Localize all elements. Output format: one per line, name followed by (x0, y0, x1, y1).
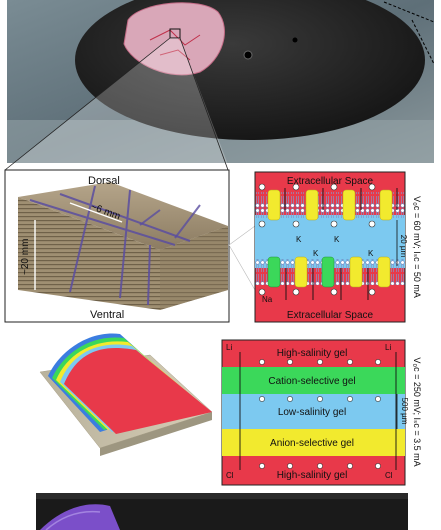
ion-cl-2: Cl (385, 471, 393, 480)
gel-sheet-illustration (39, 333, 213, 456)
gel-layer-3: Low-salinity gel (278, 407, 346, 418)
cell-side-label: V₀c = 60 mV; Iₛc = 50 mA (412, 196, 422, 298)
gel-layer-2: Cation-selective gel (268, 376, 355, 387)
cation-layer (222, 367, 405, 394)
eel-block-panel: Dorsal Ventral ~6 mm ~20 mm (4, 169, 230, 323)
ventral-label: Ventral (90, 309, 124, 321)
ion-cl-1: Cl (226, 471, 234, 480)
zoom-box (169, 28, 181, 39)
width-arrow (69, 202, 123, 223)
low-salinity-layer (222, 394, 405, 429)
ion-k-2: K (334, 235, 340, 244)
zoom-lines (4, 37, 230, 171)
cell-scale-label: 20 µm (399, 235, 408, 258)
dorsal-label: Dorsal (88, 175, 120, 187)
gel-layer-4: Anion-selective gel (270, 438, 354, 449)
ion-li-1: Li (226, 343, 232, 352)
gel-side-label: V₀c = 250 mV; Iₛc = 3.5 mA (412, 357, 422, 466)
ion-na: Na (262, 295, 273, 304)
ion-k-3: K (313, 249, 319, 258)
purple-glove (40, 504, 120, 530)
top-photo (7, 0, 435, 163)
gel-scale-label: 500 µm (400, 398, 409, 425)
gel-panel: High-salinity gel Cation-selective gel L… (221, 339, 409, 486)
cell-bottom-label: Extracellular Space (287, 310, 374, 321)
height-label: ~20 mm (20, 239, 31, 275)
anion-layer (222, 429, 405, 456)
ion-k-4: K (368, 249, 374, 258)
gel-layer-1: High-salinity gel (277, 348, 348, 359)
cell-panel: Extracellular Space Extracellular Space … (254, 171, 408, 323)
tissue-sample (123, 2, 225, 76)
gel-layer-5: High-salinity gel (277, 470, 348, 481)
cell-top-label: Extracellular Space (287, 176, 374, 187)
ion-k-1: K (296, 235, 302, 244)
ion-li-2: Li (385, 343, 391, 352)
bottom-photo (36, 493, 408, 530)
